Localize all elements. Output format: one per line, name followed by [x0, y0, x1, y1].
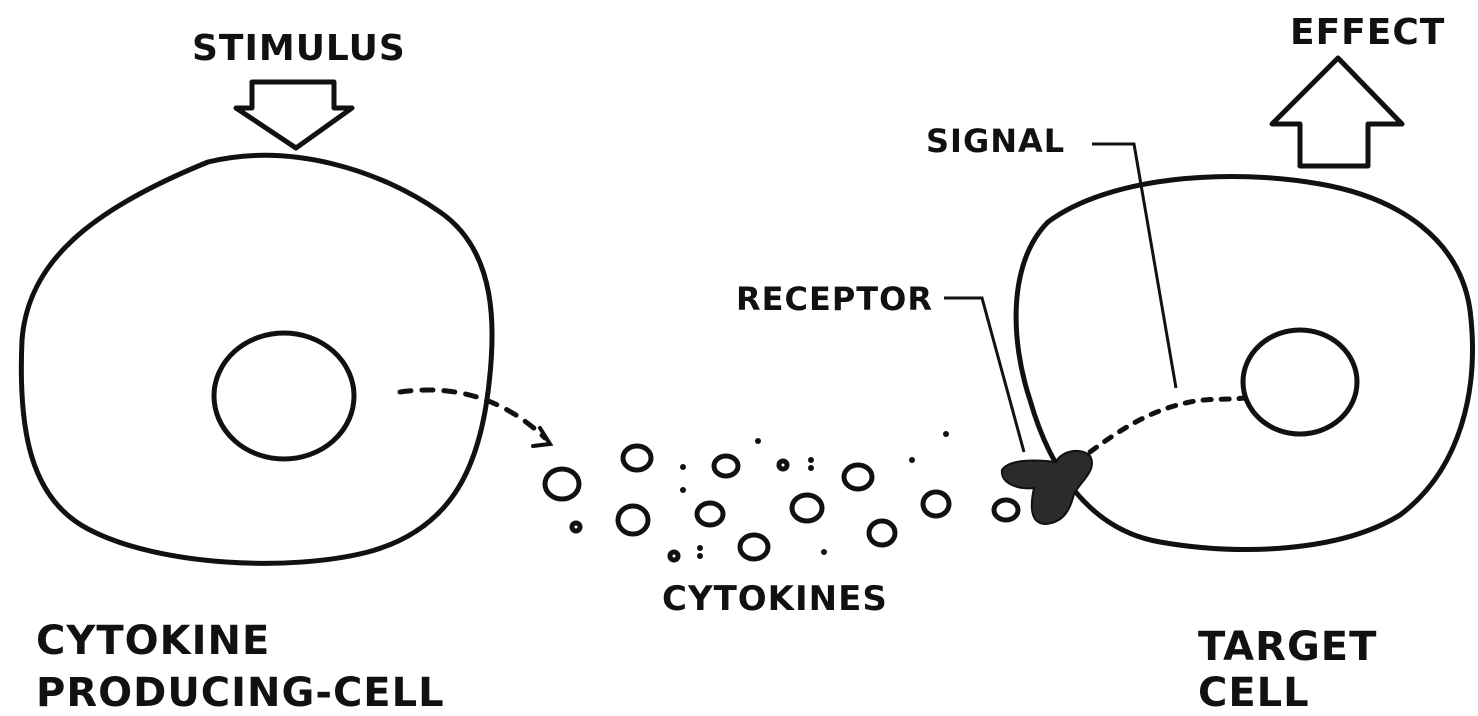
cytokine-dot [697, 545, 703, 551]
signal-path [1090, 398, 1244, 452]
cytokine-dot [680, 464, 686, 470]
signal-label: SIGNAL [926, 122, 1065, 160]
receptor-leader-line [944, 298, 1024, 452]
target-cell-nucleus [1243, 330, 1357, 434]
cytokine-particle [869, 521, 895, 545]
cytokine-particle [740, 535, 768, 559]
cytokine-particle [618, 506, 648, 534]
cytokine-particle [923, 492, 949, 516]
cytokine-particle [697, 503, 723, 525]
stimulus-arrow [236, 82, 352, 148]
cytokine-particle [714, 456, 738, 476]
cytokine-dot [821, 549, 827, 555]
producing-cell-label-line1: CYTOKINE [36, 618, 270, 664]
effect-arrow [1272, 58, 1402, 166]
cytokine-particles [545, 446, 1018, 560]
cytokine-dot [808, 457, 814, 463]
cytokine-dot [697, 553, 703, 559]
cytokine-dot [808, 465, 814, 471]
cytokine-dot [755, 438, 761, 444]
cytokine-particle [545, 469, 579, 499]
producing-cell-membrane [21, 155, 492, 563]
producing-cell-nucleus [214, 333, 354, 459]
cytokine-particle [994, 500, 1018, 520]
cytokine-particle [844, 465, 872, 489]
target-cell-label-line1: TARGET [1198, 624, 1377, 670]
cytokine-particle [670, 552, 678, 560]
secretion-path [400, 390, 545, 438]
producing-cell-label-line2: PRODUCING-CELL [36, 670, 445, 716]
receptor-label: RECEPTOR [736, 280, 933, 318]
cytokine-particle [779, 461, 787, 469]
cytokine-particle [792, 495, 822, 521]
cytokine-particle [623, 446, 651, 470]
target-cell-label-line2: CELL [1198, 670, 1310, 716]
stimulus-label: STIMULUS [192, 28, 406, 69]
cytokine-dot [909, 457, 915, 463]
cytokine-particle [572, 523, 580, 531]
cytokine-dot [943, 431, 949, 437]
effect-label: EFFECT [1290, 12, 1445, 53]
cytokines-label: CYTOKINES [662, 579, 888, 619]
cytokine-dot [680, 487, 686, 493]
